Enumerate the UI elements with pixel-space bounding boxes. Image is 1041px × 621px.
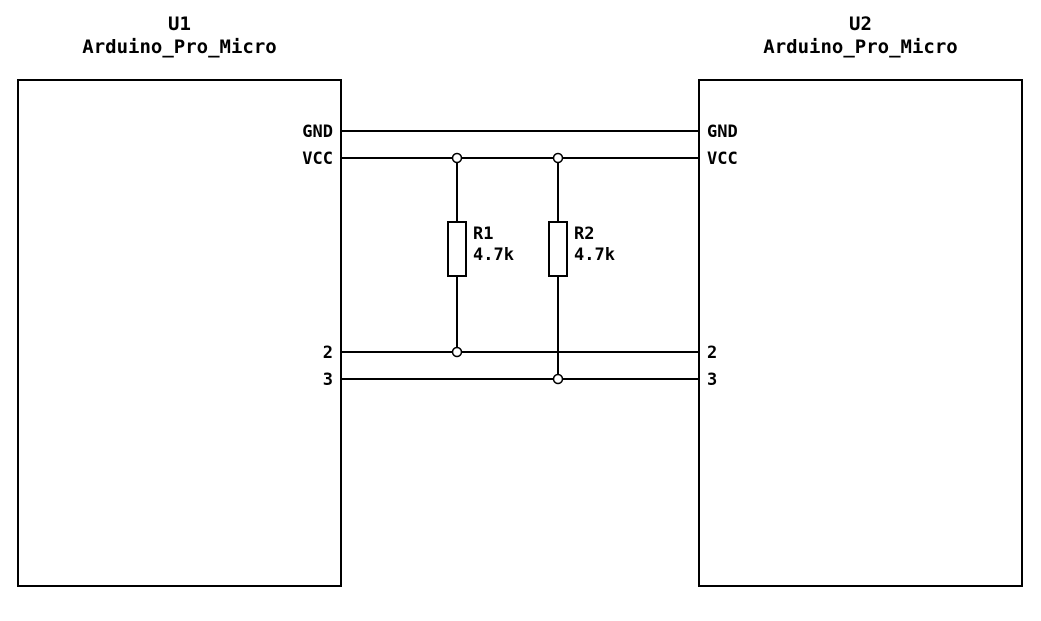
pin-label-U1-2: 2 [323, 343, 333, 363]
resistor-R1-value-label: 4.7k [473, 245, 514, 265]
component-U1-ref-label: U1 [168, 13, 191, 35]
component-U1-value-label: Arduino_Pro_Micro [82, 36, 276, 58]
resistor-R2-ref-label: R2 [574, 224, 594, 244]
component-U1-body[interactable] [17, 79, 342, 587]
pin-label-U2-2: 2 [707, 343, 717, 363]
resistor-R2-body[interactable] [548, 221, 568, 277]
pin-label-U2-3: 3 [707, 370, 717, 390]
pin-label-U1-GND: GND [302, 122, 333, 142]
pin-label-U2-GND: GND [707, 122, 738, 142]
resistor-R2-value-label: 4.7k [574, 245, 615, 265]
resistor-R1-body[interactable] [447, 221, 467, 277]
component-U2-value-label: Arduino_Pro_Micro [763, 36, 957, 58]
component-U2-ref-label: U2 [849, 13, 872, 35]
pin-label-U2-VCC: VCC [707, 149, 738, 169]
junction [451, 152, 463, 164]
component-U2-body[interactable] [698, 79, 1023, 587]
junction [552, 373, 564, 385]
junction [451, 346, 463, 358]
resistor-R1-ref-label: R1 [473, 224, 493, 244]
junction [552, 152, 564, 164]
pin-label-U1-VCC: VCC [302, 149, 333, 169]
pin-label-U1-3: 3 [323, 370, 333, 390]
